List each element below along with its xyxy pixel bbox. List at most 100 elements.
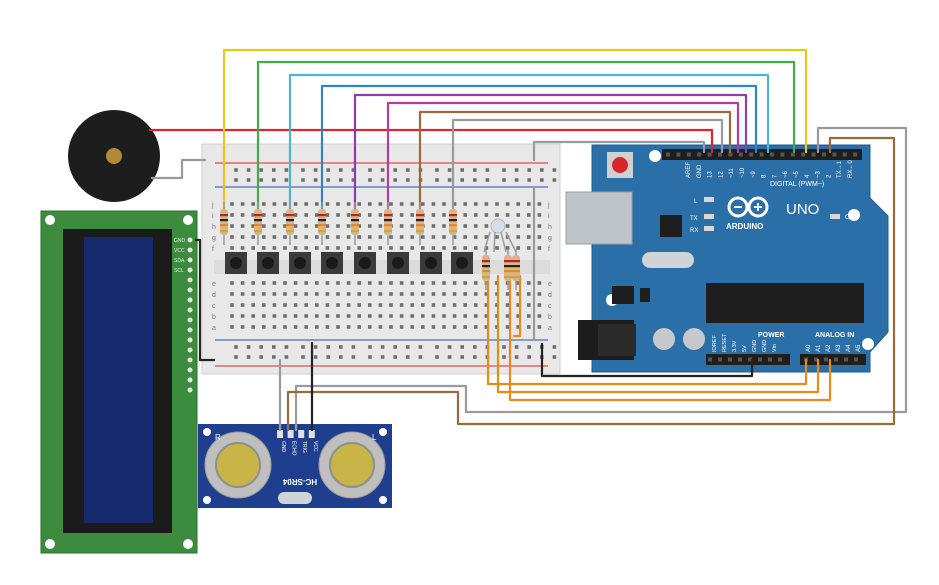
rail-hole bbox=[246, 168, 251, 172]
breadboard-hole bbox=[399, 235, 404, 239]
breadboard-hole bbox=[368, 202, 372, 206]
breadboard-hole bbox=[410, 246, 414, 250]
resistor bbox=[482, 250, 490, 290]
lcd-pin bbox=[187, 297, 193, 303]
rail-hole bbox=[447, 178, 452, 182]
breadboard-hole bbox=[272, 213, 277, 217]
breadboard-hole bbox=[251, 303, 255, 307]
breadboard-hole bbox=[389, 303, 393, 307]
breadboard-hole bbox=[516, 281, 520, 285]
breadboard-hole bbox=[357, 213, 361, 217]
rail-hole bbox=[313, 345, 318, 349]
rail-hole bbox=[368, 168, 372, 172]
digital-pin-label: ~9 bbox=[751, 170, 757, 178]
row-letter: g bbox=[212, 235, 216, 242]
breadboard-hole bbox=[463, 325, 467, 329]
breadboard-hole bbox=[495, 202, 499, 206]
breadboard-hole bbox=[474, 202, 478, 206]
breadboard-hole bbox=[293, 314, 298, 318]
row-letter: b bbox=[212, 314, 216, 321]
breadboard-hole bbox=[378, 325, 383, 329]
pushbutton-group bbox=[225, 252, 473, 274]
breadboard-hole bbox=[537, 213, 542, 217]
breadboard-hole bbox=[251, 281, 255, 285]
header-hole bbox=[728, 357, 732, 362]
breadboard-hole bbox=[315, 246, 319, 250]
analog-pin-label: A5 bbox=[856, 344, 862, 352]
breadboard-hole bbox=[484, 292, 489, 296]
rail-hole bbox=[368, 355, 372, 359]
breadboard-hole bbox=[505, 246, 510, 250]
lcd-pin bbox=[187, 377, 193, 383]
arduino-digital-header: DIGITAL (PWM~) bbox=[770, 181, 824, 188]
breadboard-hole bbox=[357, 325, 361, 329]
breadboard-hole bbox=[410, 213, 414, 217]
breadboard-hole bbox=[452, 235, 457, 239]
breadboard-hole bbox=[527, 303, 531, 307]
lcd-pin-label: VCC bbox=[174, 248, 185, 254]
header-hole bbox=[790, 152, 795, 157]
arduino-analog-header: ANALOG IN bbox=[815, 332, 854, 339]
power-pin-label: Vin bbox=[772, 344, 778, 352]
rail-hole bbox=[540, 178, 544, 182]
breadboard-hole bbox=[272, 246, 277, 250]
lcd-pin bbox=[187, 357, 193, 363]
breadboard-hole bbox=[272, 235, 277, 239]
digital-pin-label: ~10 bbox=[740, 167, 746, 178]
rail-hole bbox=[284, 355, 289, 359]
digital-pin-label: 4 bbox=[805, 174, 811, 178]
rail-hole bbox=[393, 168, 397, 172]
rail-hole bbox=[460, 178, 464, 182]
rail-hole bbox=[502, 355, 506, 359]
breadboard-hole bbox=[389, 281, 393, 285]
breadboard-hole bbox=[251, 246, 255, 250]
wire-button-4 bbox=[320, 84, 758, 214]
rail-hole bbox=[514, 168, 519, 172]
rail-hole bbox=[272, 345, 276, 349]
lcd-pin bbox=[187, 287, 193, 293]
rail-hole bbox=[435, 168, 439, 172]
breadboard-hole bbox=[283, 303, 287, 307]
breadboard-hole bbox=[484, 314, 489, 318]
rail-hole bbox=[552, 345, 557, 349]
analog-pin-label: A2 bbox=[826, 344, 832, 352]
wire-sonar-echo bbox=[286, 136, 896, 432]
breadboard-hole bbox=[516, 213, 520, 217]
breadboard-hole bbox=[505, 325, 510, 329]
breadboard-hole bbox=[368, 213, 372, 217]
breadboard-hole bbox=[474, 325, 478, 329]
breadboard-hole bbox=[304, 281, 308, 285]
piezo-buzzer bbox=[68, 110, 160, 202]
row-letter: h bbox=[212, 224, 216, 231]
pushbutton bbox=[451, 252, 473, 274]
wire-analog-a2 bbox=[508, 274, 832, 402]
breadboard-hole bbox=[315, 213, 319, 217]
breadboard-hole bbox=[378, 202, 383, 206]
breadboard-hole bbox=[357, 202, 361, 206]
breadboard-hole bbox=[357, 303, 361, 307]
breadboard-hole bbox=[463, 202, 467, 206]
breadboard-hole bbox=[283, 325, 287, 329]
sonar-pin bbox=[277, 430, 283, 438]
breadboard-hole bbox=[484, 303, 489, 307]
rail-hole bbox=[393, 178, 397, 182]
header-hole bbox=[801, 152, 806, 157]
rail-hole bbox=[234, 355, 238, 359]
rail-hole bbox=[246, 355, 251, 359]
breadboard-hole bbox=[240, 224, 245, 228]
wire-button-5 bbox=[353, 93, 748, 214]
breadboard-hole bbox=[537, 235, 542, 239]
breadboard-hole bbox=[315, 292, 319, 296]
breadboard-hole bbox=[537, 246, 542, 250]
digital-pin-label: ~3 bbox=[816, 170, 822, 178]
header-hole bbox=[738, 357, 742, 362]
rail-hole bbox=[284, 178, 289, 182]
resistor bbox=[351, 202, 359, 245]
breadboard-hole bbox=[240, 292, 245, 296]
breadboard-hole bbox=[262, 303, 266, 307]
breadboard-hole bbox=[537, 325, 542, 329]
rail-hole bbox=[326, 178, 330, 182]
breadboard-hole bbox=[484, 246, 489, 250]
row-letter: e bbox=[212, 281, 216, 288]
